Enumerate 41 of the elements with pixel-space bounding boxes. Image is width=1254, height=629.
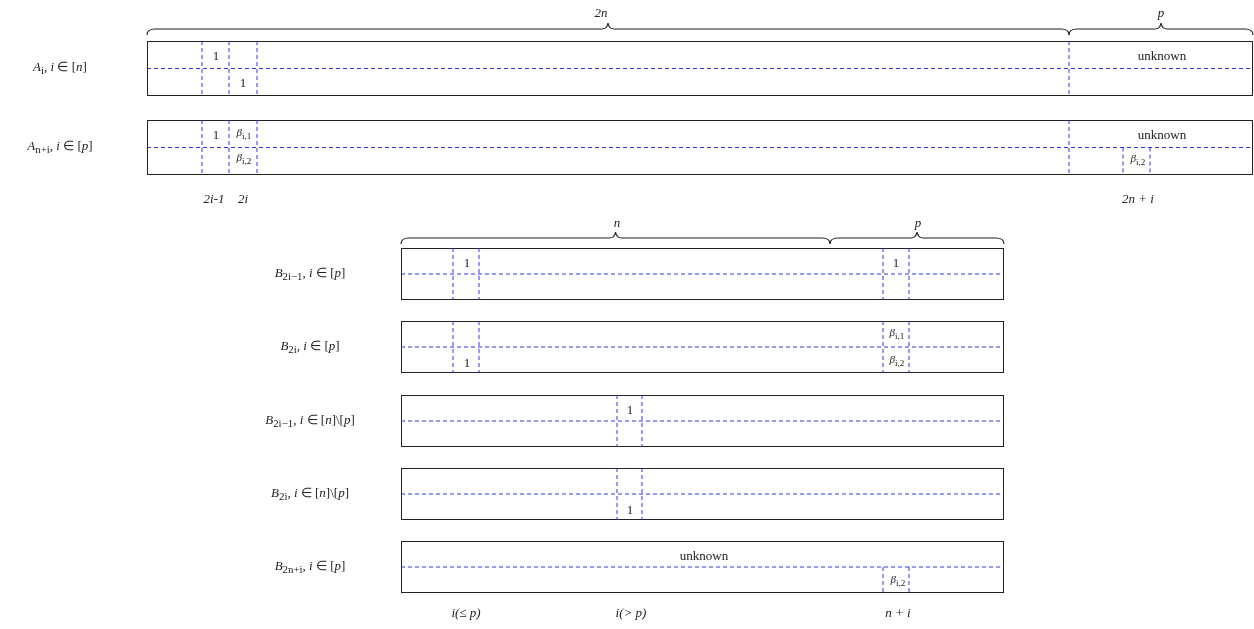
column-index-label: i(> p) — [615, 605, 647, 619]
row-label: B$_{2n+i}$, i ∈ [p] — [274, 558, 346, 576]
column-index-label: 2n + i — [1122, 191, 1154, 205]
row-vector-box — [147, 41, 1253, 96]
brace-label: p — [1157, 5, 1165, 19]
brace-label: 2n — [594, 5, 608, 19]
cell-value: 1 — [212, 127, 220, 141]
cell-entry: β$_{i,2}$ — [890, 573, 906, 589]
cell-entry: β$_{i,2}$ — [889, 353, 905, 369]
row-vector-box — [401, 468, 1004, 520]
row-vector-box — [147, 120, 1253, 175]
cell-value: 1 — [626, 502, 634, 516]
cell-value: 1 — [212, 48, 220, 62]
cell-entry: β$_{i,1}$ — [889, 326, 905, 342]
column-index-label: 2i — [237, 191, 249, 205]
brace-label: n — [613, 215, 621, 229]
cell-value: 1 — [463, 355, 471, 369]
row-vector-box — [401, 321, 1004, 373]
cell-value: unknown — [679, 548, 729, 562]
row-vector-box — [401, 541, 1004, 593]
row-label: B$_{2i−1}$, i ∈ [p] — [274, 265, 346, 283]
row-vector-box — [401, 395, 1004, 447]
cell-entry: β$_{i,2}$ — [1130, 152, 1146, 168]
column-index-label: n + i — [885, 605, 911, 619]
cell-entry: β$_{i,1}$ — [236, 126, 252, 142]
row-label: A$_{i}$, i ∈ [n] — [33, 59, 87, 77]
cell-entry: β$_{i,2}$ — [236, 151, 252, 167]
row-vector-box — [401, 248, 1004, 300]
cell-value: 1 — [892, 255, 900, 269]
row-label: B$_{2i−1}$, i ∈ [n]\[p] — [265, 412, 355, 430]
row-label: B$_{2i}$, i ∈ [p] — [280, 338, 340, 356]
cell-value: unknown — [1137, 48, 1187, 62]
cell-value: unknown — [1137, 127, 1187, 141]
brace-label: p — [914, 215, 922, 229]
cell-value: 1 — [239, 75, 247, 89]
column-index-label: i(≤ p) — [451, 605, 481, 619]
row-label: B$_{2i}$, i ∈ [n]\[p] — [271, 485, 349, 503]
cell-value: 1 — [626, 402, 634, 416]
cell-value: 1 — [463, 255, 471, 269]
column-index-label: 2i-1 — [203, 191, 225, 205]
row-label: A$_{n+i}$, i ∈ [p] — [27, 138, 93, 156]
